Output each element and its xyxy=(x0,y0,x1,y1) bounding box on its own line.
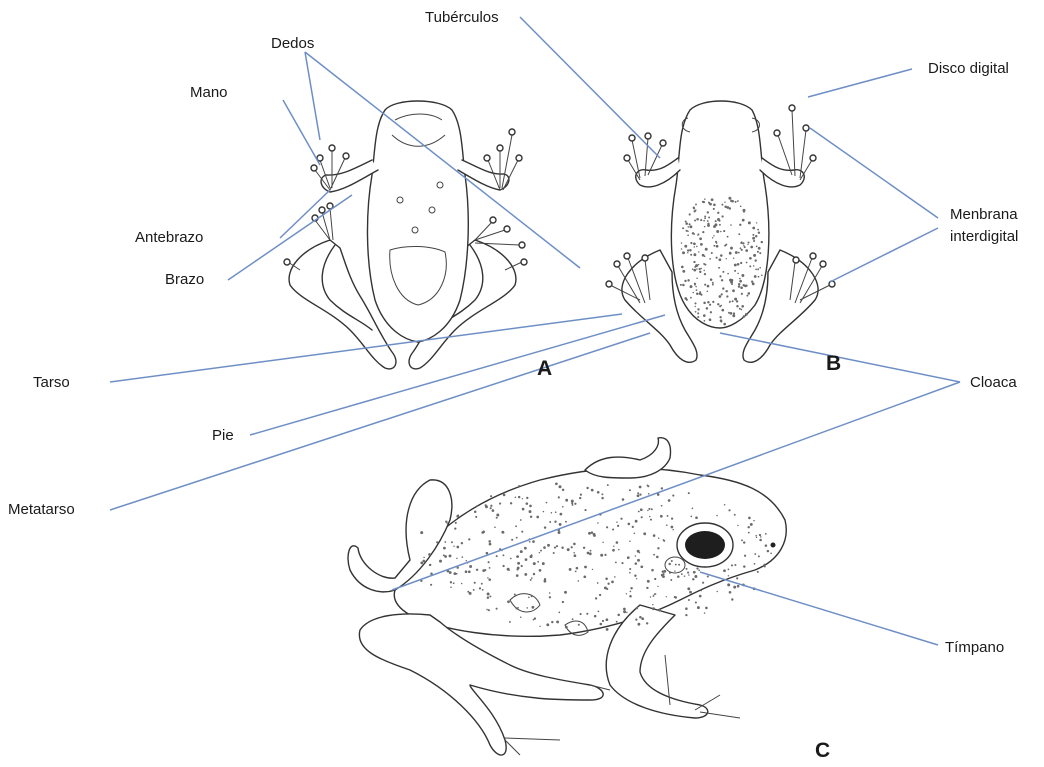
panel-letter-b: B xyxy=(826,352,841,375)
panel-letter-c: C xyxy=(815,739,830,762)
frog-a-dorsal-illustration xyxy=(284,101,527,369)
label-dedos: Dedos xyxy=(271,35,314,52)
label-menbrana-line1: Menbrana xyxy=(950,206,1018,223)
label-disco-digital: Disco digital xyxy=(928,60,1009,77)
label-antebrazo: Antebrazo xyxy=(135,229,203,246)
label-tuberculos: Tubérculos xyxy=(425,9,499,26)
label-metatarso: Metatarso xyxy=(8,501,75,518)
frog-c-lateral-illustration xyxy=(348,438,786,755)
label-menbrana-line2: interdigital xyxy=(950,228,1018,245)
panel-letter-a: A xyxy=(537,357,552,380)
label-mano: Mano xyxy=(190,84,228,101)
frog-b-ventral-illustration xyxy=(606,101,835,362)
label-brazo: Brazo xyxy=(165,271,204,288)
label-pie: Pie xyxy=(212,427,234,444)
label-tarso: Tarso xyxy=(33,374,70,391)
label-cloaca: Cloaca xyxy=(970,374,1017,391)
label-timpano: Tímpano xyxy=(945,639,1004,656)
